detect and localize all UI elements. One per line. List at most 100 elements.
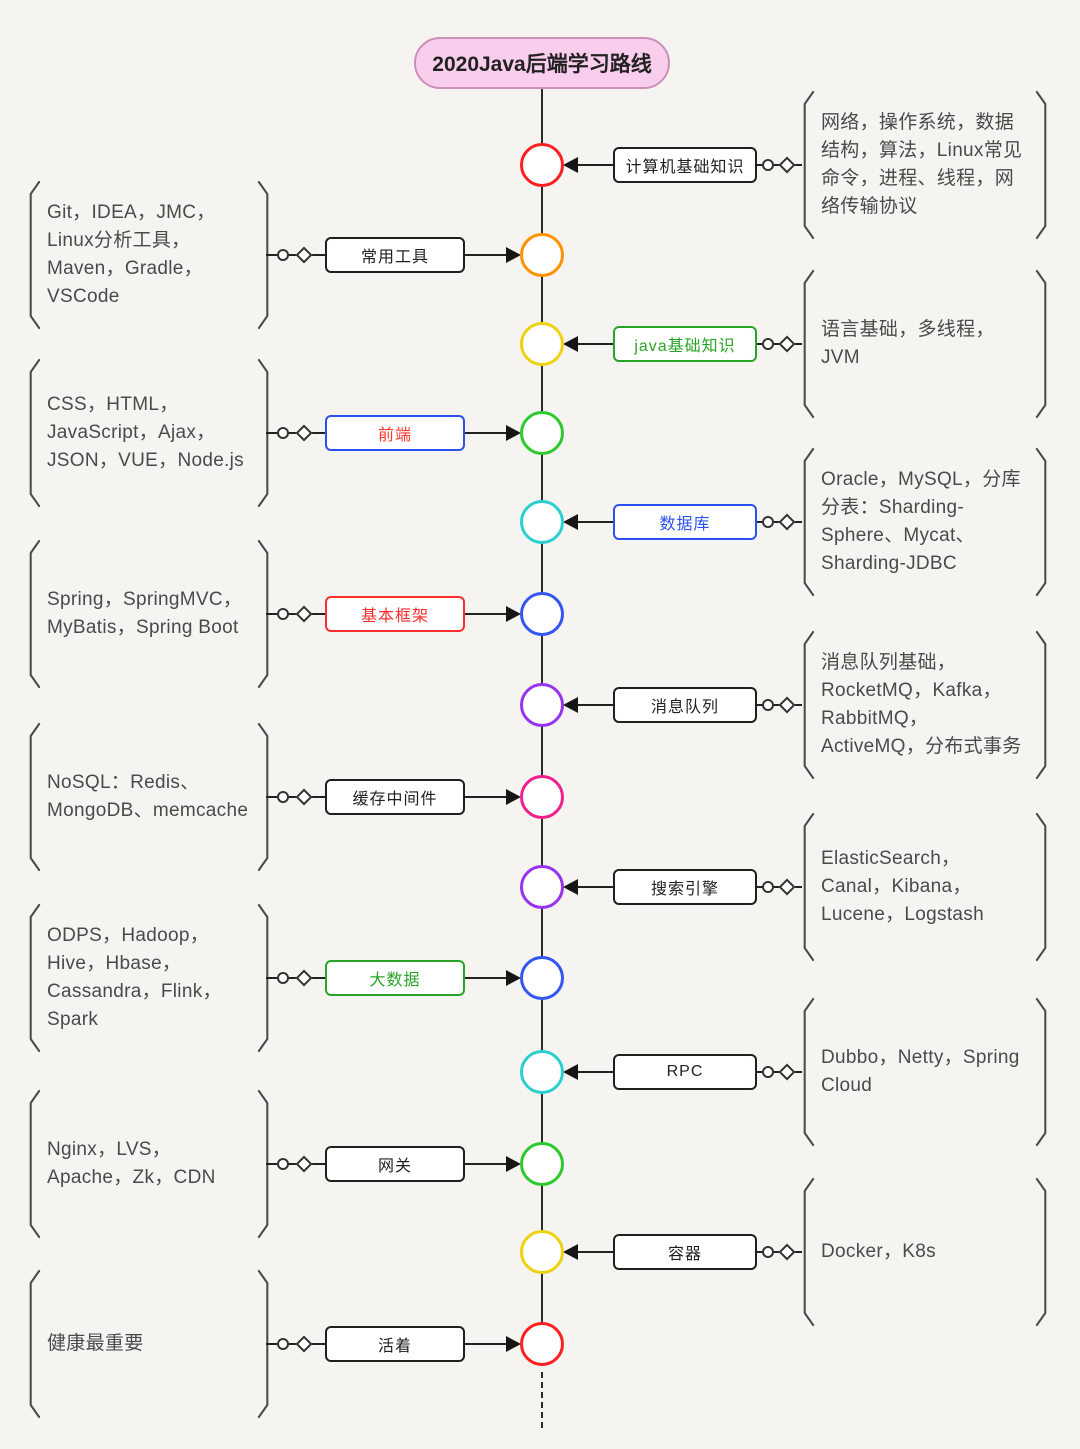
arrowhead-icon [506,247,521,263]
connector-dot-icon [762,159,774,171]
bracket-left-icon [803,997,815,1147]
arrow-line [578,704,614,706]
detail-text: 健康最重要 [47,1333,144,1354]
topic-label: 常用工具 [360,249,429,266]
detail-group: ODPS，Hadoop，Hive，Hbase，Cassandra，Flink，S… [26,903,272,1053]
detail-text: ODPS，Hadoop，Hive，Hbase，Cassandra，Flink，S… [47,925,222,1030]
detail-group: Nginx，LVS，Apache，Zk，CDN [26,1089,272,1239]
bracket-left-icon [803,269,815,419]
timeline-node-circle [520,233,564,277]
arrowhead-icon [506,789,521,805]
connector-diamond-icon [295,605,313,623]
arrowhead-icon [506,425,521,441]
topic-label: 基本框架 [360,608,429,625]
arrowhead-icon [563,157,578,173]
topic-label: 容器 [667,1246,702,1263]
detail-text: Dubbo，Netty，Spring Cloud [821,1047,1020,1096]
arrow-line [465,1343,507,1345]
timeline-node-circle [520,1230,564,1274]
detail-text: Docker，K8s [821,1241,936,1262]
connector-diamond-icon [295,969,313,987]
bracket-left-icon [803,812,815,962]
topic-label: 缓存中间件 [352,791,438,808]
connector-dot-icon [277,1338,289,1350]
timeline-node-circle [520,411,564,455]
arrow-line [465,977,507,979]
detail-group: 语言基础，多线程，JVM [800,269,1050,419]
arrow-line [465,613,507,615]
detail-text: 语言基础，多线程，JVM [821,319,995,368]
connector-diamond-icon [778,335,796,353]
topic-label-box: 大数据 [325,960,465,996]
arrowhead-icon [506,606,521,622]
topic-label-box: 消息队列 [613,687,757,723]
detail-text: Git，IDEA，JMC，Linux分析工具，Maven，Gradle，VSCo… [47,202,216,307]
bracket-left-icon [803,90,815,240]
arrowhead-icon [563,1244,578,1260]
arrowhead-icon [563,336,578,352]
topic-label: 消息队列 [650,699,719,716]
arrowhead-icon [506,970,521,986]
connector-dot-icon [762,338,774,350]
bracket-right-icon [1035,997,1047,1147]
timeline-node-circle [520,865,564,909]
connector-diamond-icon [295,1335,313,1353]
detail-group: Git，IDEA，JMC，Linux分析工具，Maven，Gradle，VSCo… [26,180,272,330]
detail-group: ElasticSearch，Canal，Kibana，Lucene，Logsta… [800,812,1050,962]
connector-diamond-icon [295,788,313,806]
topic-label-box: 前端 [325,415,465,451]
detail-group: Oracle，MySQL，分库分表：Sharding-Sphere、Mycat、… [800,447,1050,597]
connector-dot-icon [277,972,289,984]
detail-text: 消息队列基础，RocketMQ，Kafka，RabbitMQ，ActiveMQ，… [821,652,1022,757]
arrow-line [578,521,614,523]
topic-label: 活着 [377,1338,412,1355]
detail-text: Nginx，LVS，Apache，Zk，CDN [47,1139,216,1188]
bracket-right-icon [1035,447,1047,597]
topic-label-box: RPC [613,1054,757,1090]
detail-text: NoSQL：Redis、MongoDB、memcache [47,772,249,821]
connector-diamond-icon [778,1063,796,1081]
connector-line [266,254,325,256]
arrow-line [578,1071,614,1073]
connector-diamond-icon [295,246,313,264]
bracket-right-icon [1035,630,1047,780]
connector-line [266,796,325,798]
bracket-left-icon [803,630,815,780]
bracket-left-icon [29,1089,41,1239]
bracket-right-icon [1035,1177,1047,1327]
detail-group: Docker，K8s [800,1177,1050,1327]
connector-dot-icon [762,1066,774,1078]
timeline-node-circle [520,775,564,819]
timeline-node-circle [520,143,564,187]
detail-group: Dubbo，Netty，Spring Cloud [800,997,1050,1147]
connector-diamond-icon [778,696,796,714]
detail-group: Spring，SpringMVC，MyBatis，Spring Boot [26,539,272,689]
topic-label: java基础知识 [634,338,736,355]
topic-label: 搜索引擎 [650,881,719,898]
arrowhead-icon [563,514,578,530]
topic-label: RPC [666,1063,704,1080]
topic-label: 网关 [377,1158,412,1175]
timeline-node-circle [520,1050,564,1094]
arrowhead-icon [506,1156,521,1172]
connector-dot-icon [277,249,289,261]
connector-diamond-icon [778,156,796,174]
connector-line [266,432,325,434]
topic-label-box: 搜索引擎 [613,869,757,905]
connector-line [266,1343,325,1345]
timeline-node-circle [520,1322,564,1366]
timeline-node-circle [520,592,564,636]
topic-label-box: 基本框架 [325,596,465,632]
arrow-line [465,1163,507,1165]
bracket-left-icon [29,358,41,508]
timeline-node-circle [520,322,564,366]
bracket-left-icon [803,447,815,597]
topic-label: 前端 [377,427,412,444]
detail-text: 网络，操作系统，数据结构，算法，Linux常见命令，进程、线程，网络传输协议 [821,112,1023,217]
connector-diamond-icon [295,1155,313,1173]
arrow-line [578,164,614,166]
arrowhead-icon [563,697,578,713]
detail-text: Oracle，MySQL，分库分表：Sharding-Sphere、Mycat、… [821,469,1021,574]
topic-label: 计算机基础知识 [625,159,745,176]
